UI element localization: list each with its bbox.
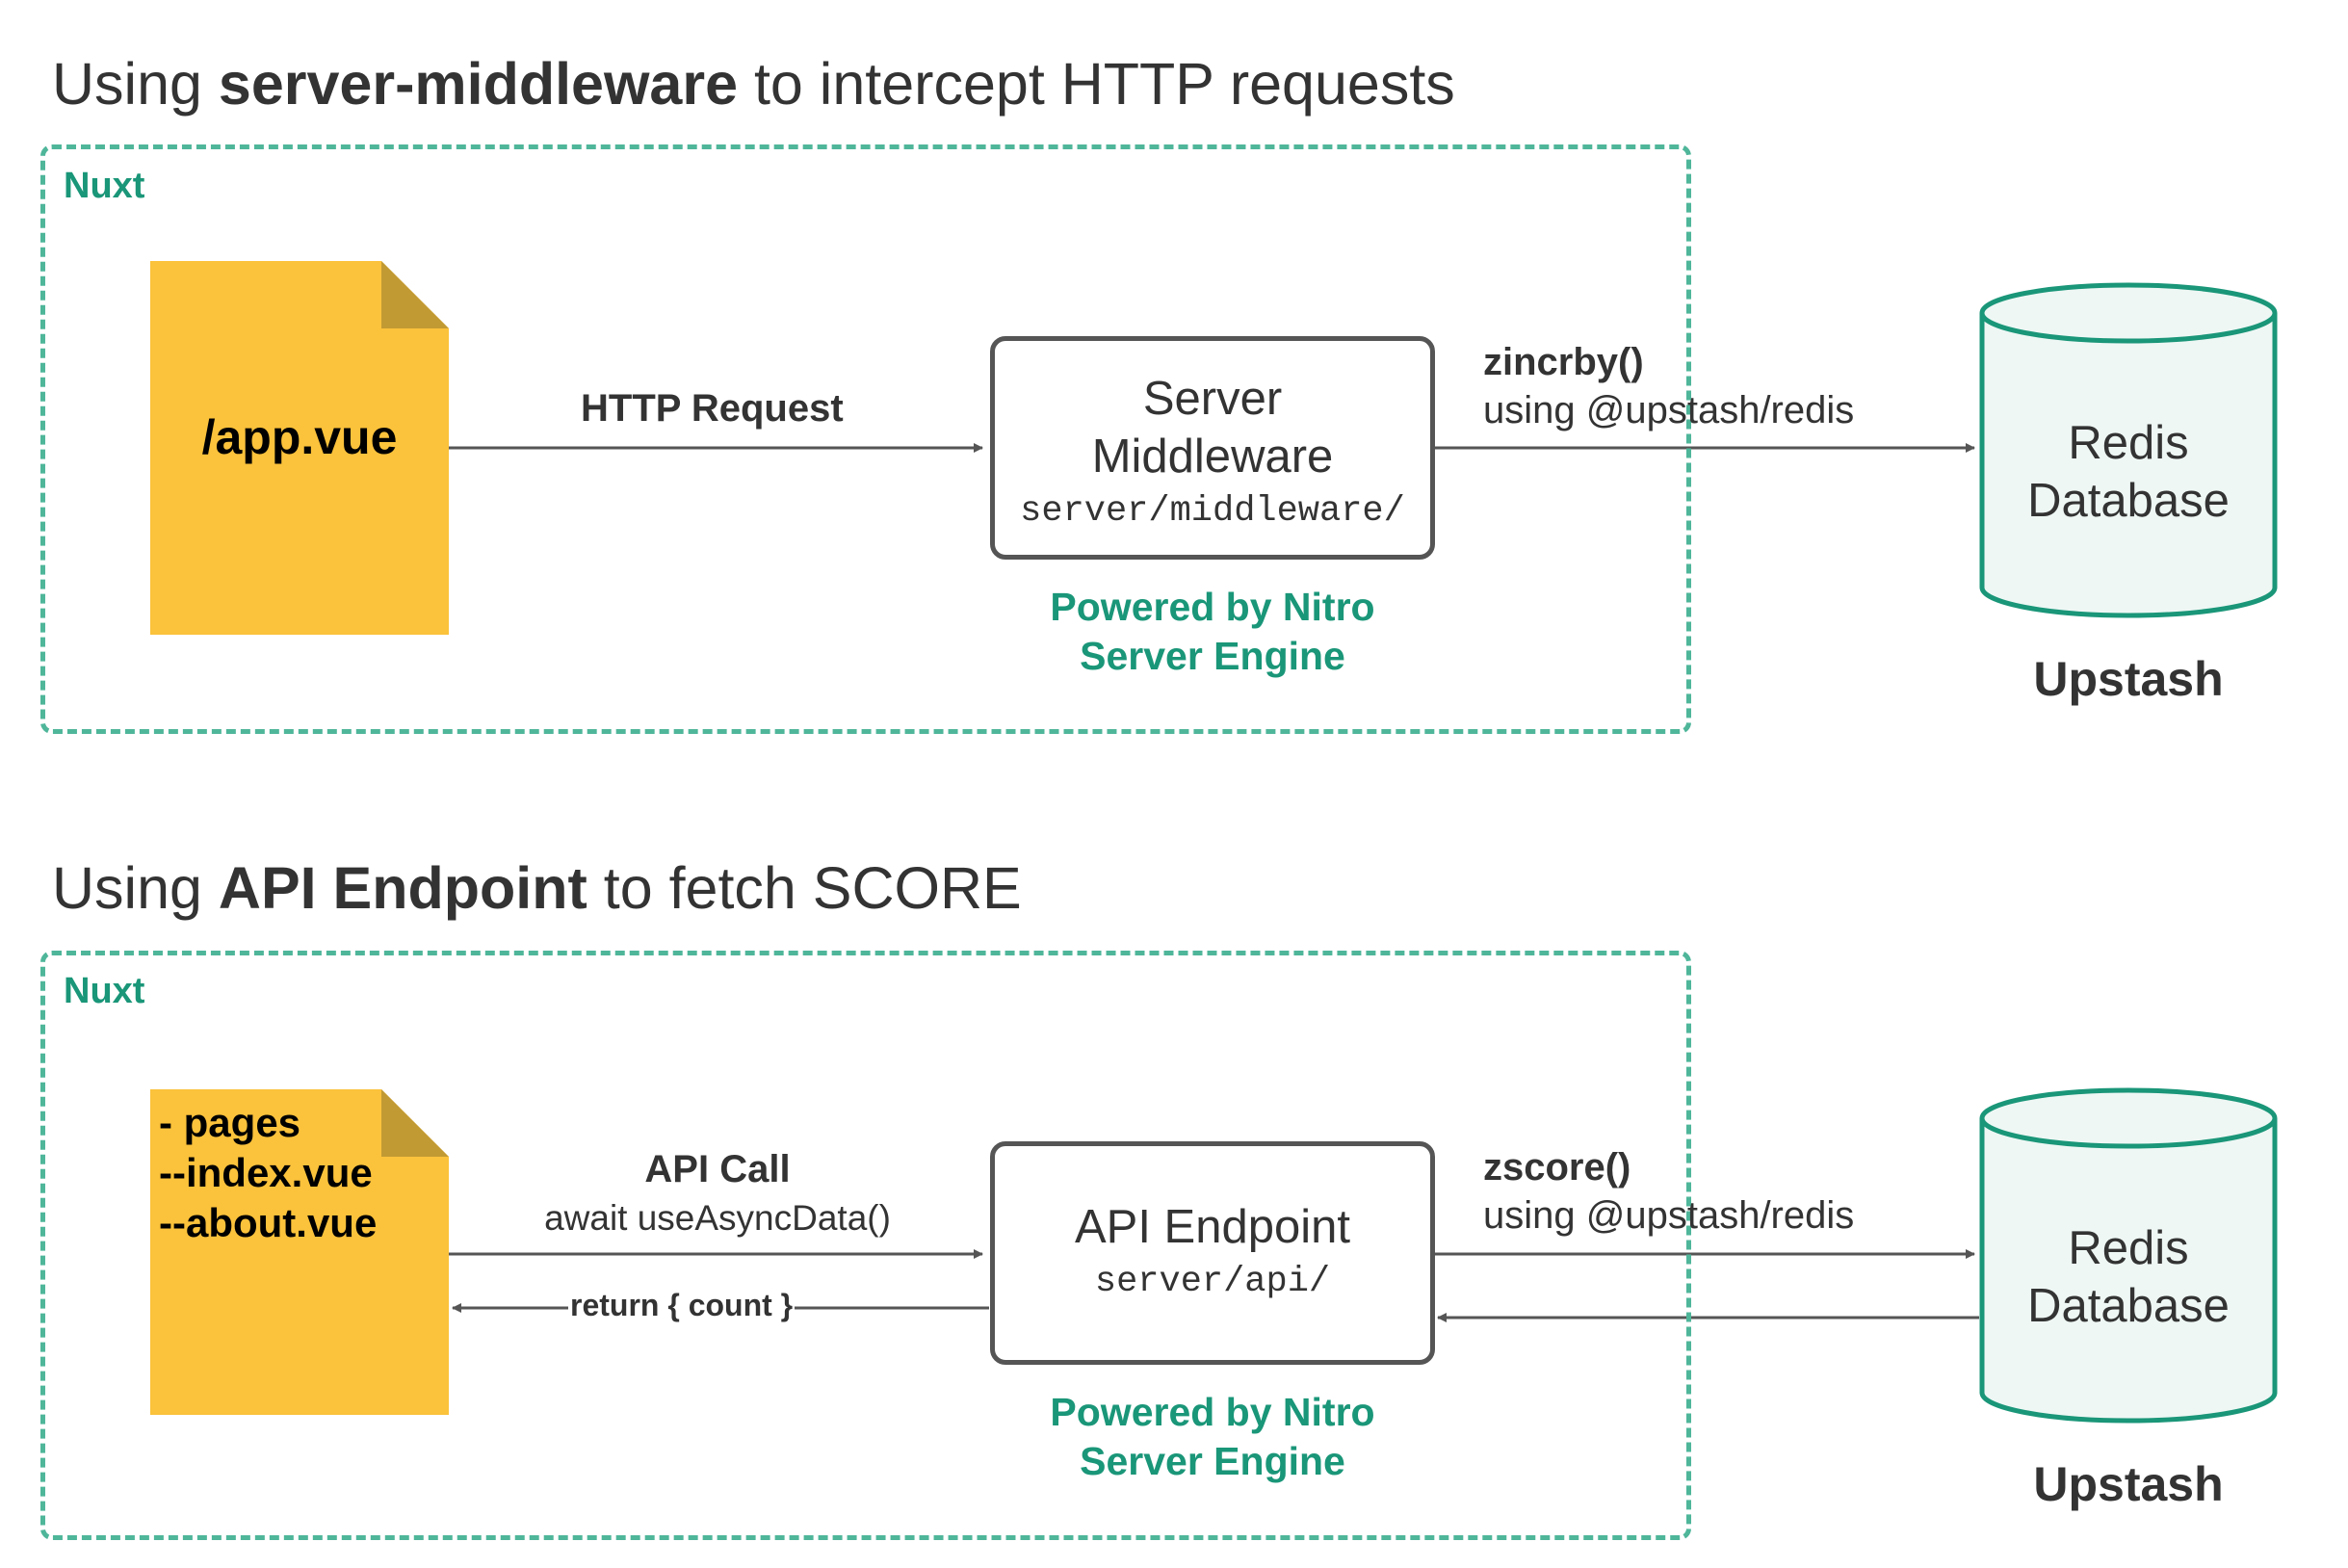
api-endpoint-box: API Endpoint server/api/ [990,1141,1435,1365]
process-path: server/api/ [1094,1262,1331,1302]
nuxt-label: Nuxt [64,166,145,206]
process-title-line-2: Middleware [1091,431,1334,483]
powered-by-nitro: Powered by Nitro Server Engine [990,583,1435,681]
redis-database-label: Redis Database [1982,1219,2275,1335]
redis-database-cylinder-top [1979,282,2278,618]
powered-line-2: Server Engine [1080,634,1345,678]
redis-database-label: Redis Database [1982,414,2275,530]
api-call-sub-label: await useAsyncData() [544,1198,891,1238]
section-title-api-endpoint: Using API Endpoint to fetch SCORE [52,854,1022,922]
process-title: API Endpoint [1074,1201,1351,1253]
title-suffix: to fetch SCORE [587,855,1022,921]
zscore-label: zscore() [1483,1146,1631,1189]
http-request-label: HTTP Request [581,387,844,430]
db-line-1: Redis [2068,1222,2189,1274]
powered-line-1: Powered by Nitro [1050,585,1375,629]
upstash-caption: Upstash [2033,652,2224,706]
file-label: /app.vue [201,410,398,464]
file-list-item: --index.vue [159,1150,373,1195]
upstash-caption: Upstash [2033,1457,2224,1511]
file-list-item: --about.vue [159,1200,378,1245]
redis-database-cylinder-bottom [1979,1087,2278,1424]
process-path: server/middleware/ [1020,491,1405,532]
nuxt-container-bottom [40,951,1691,1540]
title-bold: server-middleware [218,51,739,117]
zscore-sub-label: using @upstash/redis [1483,1194,1855,1237]
server-middleware-box: Server Middleware server/middleware/ [990,336,1435,560]
title-prefix: Using [52,855,219,921]
powered-line-1: Powered by Nitro [1050,1390,1375,1434]
process-title-line-1: Server [1142,373,1283,425]
title-suffix: to intercept HTTP requests [738,51,1455,117]
zincrby-sub-label: using @upstash/redis [1483,389,1855,431]
api-call-label: API Call [644,1148,791,1190]
title-prefix: Using [52,51,219,117]
return-count-label: return { count } [568,1288,796,1323]
file-list-item: - pages [159,1100,301,1145]
powered-line-2: Server Engine [1080,1439,1345,1483]
db-line-2: Database [2027,475,2230,527]
db-line-2: Database [2027,1280,2230,1332]
section-title-middleware: Using server-middleware to intercept HTT… [52,50,1455,118]
powered-by-nitro: Powered by Nitro Server Engine [990,1388,1435,1486]
pages-file-list: - pages --index.vue --about.vue [159,1098,377,1248]
title-bold: API Endpoint [218,855,587,921]
db-line-1: Redis [2068,417,2189,469]
nuxt-container-top [40,144,1691,734]
zincrby-label: zincrby() [1483,341,1644,383]
nuxt-label: Nuxt [64,971,145,1011]
